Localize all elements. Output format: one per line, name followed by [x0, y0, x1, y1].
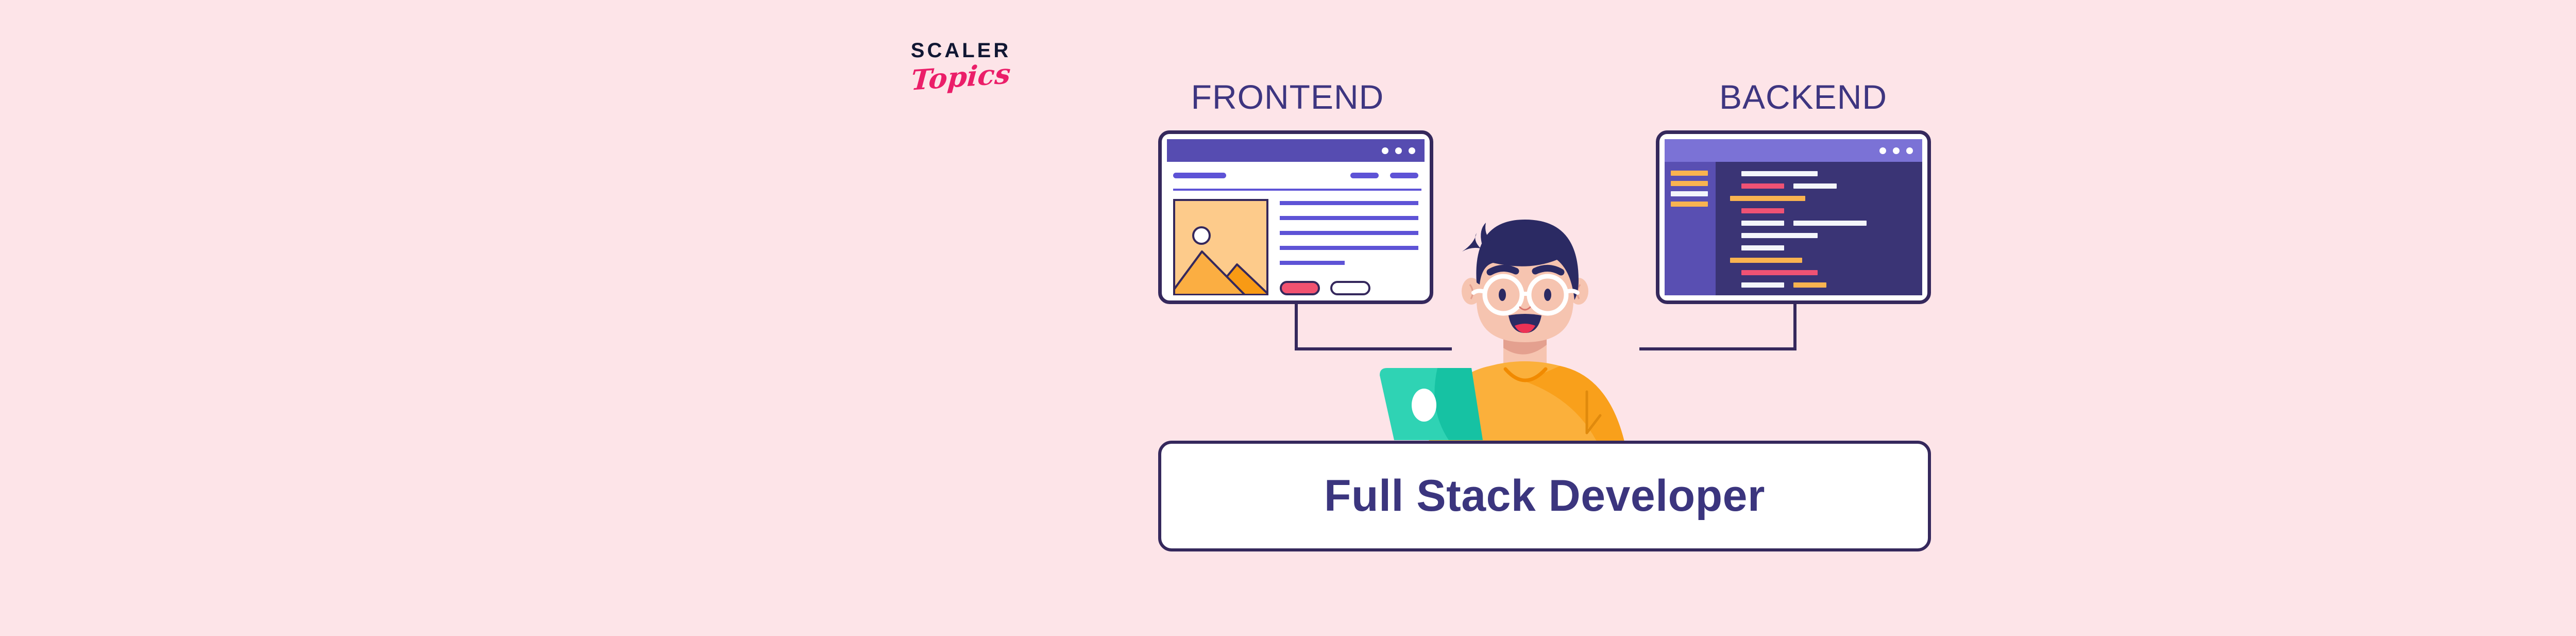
frontend-nav-divider [1173, 189, 1421, 191]
frontend-text-line [1280, 216, 1418, 220]
code-token [1741, 171, 1818, 176]
window-dot-icon[interactable] [1879, 147, 1886, 154]
scaler-topics-logo: SCALER Topics [894, 40, 1028, 107]
backend-sidebar-item-4[interactable] [1671, 202, 1708, 207]
backend-code-line [1716, 183, 1922, 189]
backend-sidebar-item-1[interactable] [1671, 171, 1708, 176]
backend-code-line [1716, 233, 1922, 238]
window-dot-icon[interactable] [1409, 147, 1415, 154]
code-token [1741, 208, 1784, 213]
frontend-text-line [1280, 201, 1418, 205]
code-token [1793, 221, 1867, 226]
frontend-titlebar [1167, 139, 1425, 162]
code-token [1730, 258, 1802, 263]
backend-section-title: BACKEND [1719, 78, 1888, 116]
backend-code-line [1716, 245, 1922, 250]
mountain-image-icon [1175, 226, 1266, 295]
frontend-window-inner [1167, 139, 1425, 295]
backend-editor-body [1665, 162, 1922, 295]
frontend-text-line [1280, 246, 1418, 250]
backend-connector-vertical [1793, 304, 1797, 350]
backend-titlebar [1665, 139, 1922, 162]
backend-window-controls [1879, 147, 1913, 154]
backend-code-line [1716, 208, 1922, 213]
backend-sidebar-item-2[interactable] [1671, 181, 1708, 186]
frontend-text-and-buttons [1280, 199, 1418, 295]
frontend-text-line [1280, 231, 1418, 235]
backend-sidebar-item-3[interactable] [1671, 191, 1708, 196]
code-token [1793, 183, 1837, 189]
frontend-image-placeholder [1173, 199, 1268, 295]
code-token [1793, 282, 1826, 288]
code-token [1741, 183, 1784, 189]
code-token [1741, 245, 1784, 250]
frontend-browser-window [1158, 130, 1433, 304]
frontend-connector-vertical [1295, 304, 1298, 350]
backend-code-line [1716, 270, 1922, 275]
frontend-connector-horizontal [1295, 347, 1452, 350]
developer-character-illustration [1370, 196, 1680, 454]
backend-code-line [1716, 282, 1922, 288]
backend-code-line [1716, 258, 1922, 263]
code-token [1741, 221, 1784, 226]
logo-wordmark-topics: Topics [910, 57, 1012, 97]
backend-file-sidebar [1665, 162, 1716, 295]
window-dot-icon[interactable] [1395, 147, 1402, 154]
full-stack-developer-label-box: Full Stack Developer [1158, 441, 1931, 551]
frontend-text-line-short [1280, 261, 1345, 265]
code-token [1730, 196, 1805, 201]
frontend-section-title: FRONTEND [1191, 78, 1384, 116]
backend-window-inner [1665, 139, 1922, 295]
backend-code-line [1716, 221, 1922, 226]
frontend-navbar [1167, 162, 1425, 189]
frontend-nav-logo-placeholder [1173, 172, 1226, 178]
frontend-page-body [1167, 162, 1425, 295]
frontend-nav-item-2[interactable] [1390, 172, 1418, 178]
full-stack-developer-label: Full Stack Developer [1324, 471, 1765, 521]
frontend-primary-button[interactable] [1280, 281, 1320, 295]
backend-code-line [1716, 171, 1922, 176]
frontend-content-area [1167, 194, 1425, 295]
code-token [1741, 270, 1818, 275]
backend-code-editor-window [1656, 130, 1931, 304]
code-token [1741, 282, 1784, 288]
backend-code-line [1716, 196, 1922, 201]
frontend-button-row [1280, 281, 1418, 295]
code-token [1741, 233, 1818, 238]
frontend-window-controls [1382, 147, 1415, 154]
backend-connector-horizontal [1639, 347, 1797, 350]
window-dot-icon[interactable] [1382, 147, 1388, 154]
backend-code-area [1716, 162, 1922, 295]
window-dot-icon[interactable] [1906, 147, 1913, 154]
frontend-secondary-button[interactable] [1330, 281, 1370, 295]
logo-wordmark-scaler: SCALER [910, 39, 1011, 62]
frontend-nav-item-1[interactable] [1350, 172, 1379, 178]
window-dot-icon[interactable] [1893, 147, 1900, 154]
developer-avatar-icon [1380, 220, 1627, 454]
